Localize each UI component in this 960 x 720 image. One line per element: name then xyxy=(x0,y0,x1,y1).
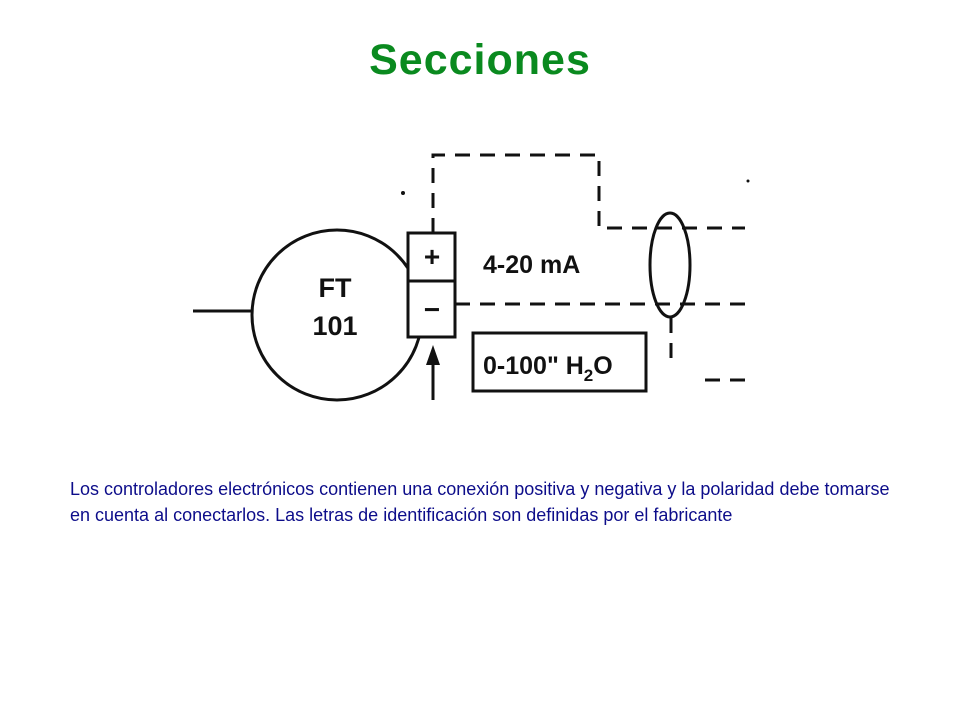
instrument-loop-diagram: FT 101 + − 4-20 mA 0-100" H2O xyxy=(185,135,760,410)
slide-title: Secciones xyxy=(369,36,591,84)
description-paragraph: Los controladores electrónicos contienen… xyxy=(70,479,890,525)
stray-mark xyxy=(401,191,405,195)
terminal-negative xyxy=(406,279,457,339)
signal-range-label: 4-20 mA xyxy=(483,251,580,279)
arrow-head-icon xyxy=(426,345,440,365)
instrument-tag-letters: FT xyxy=(319,273,352,303)
positive-sign: + xyxy=(424,241,440,272)
signal-wire-positive xyxy=(431,153,745,233)
calibration-range-box xyxy=(471,331,648,393)
stray-mark-right xyxy=(746,179,750,183)
instrument-tag-number: 101 xyxy=(312,311,357,341)
cable-shield-ellipse xyxy=(648,211,692,319)
calibration-range-label: 0-100" H2O xyxy=(483,352,613,385)
negative-sign: − xyxy=(424,294,440,325)
